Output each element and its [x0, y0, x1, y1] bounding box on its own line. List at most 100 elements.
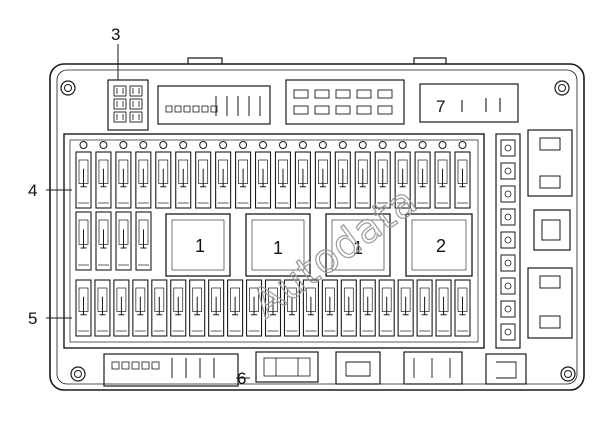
fuse — [254, 141, 272, 209]
fuse-box-housing-inner — [56, 69, 578, 385]
connector-top-b — [285, 79, 405, 125]
fuse — [132, 279, 149, 337]
fuse — [354, 141, 371, 209]
fuse — [170, 279, 187, 337]
connector-bottom-c — [335, 351, 381, 385]
callout-4: 4 — [28, 181, 37, 200]
mounting-lug-bottom-right — [560, 366, 576, 382]
fuse — [374, 141, 391, 209]
fuse — [94, 279, 111, 337]
fuse — [397, 279, 414, 337]
fuse — [264, 279, 282, 337]
connector-top-a-pins — [165, 96, 261, 116]
connector-right-bottom — [527, 267, 573, 339]
fuse — [75, 141, 92, 209]
mounting-lug-bottom-left — [70, 366, 86, 382]
fuse — [314, 141, 331, 209]
mounting-lug-top-left — [60, 80, 76, 96]
fuse — [340, 279, 357, 337]
fuse — [75, 211, 92, 271]
callout-5: 5 — [28, 309, 37, 328]
fuse — [378, 279, 395, 337]
connector-7 — [419, 83, 519, 123]
fuse — [454, 279, 471, 337]
fuse — [434, 141, 451, 209]
fuse — [208, 279, 225, 337]
connector-3-terminals — [113, 85, 143, 123]
relay-label: 1 — [353, 238, 363, 258]
fuse — [151, 279, 168, 337]
relay-label: 2 — [436, 236, 446, 256]
small-fuse — [500, 277, 516, 295]
upper-fuse-row — [75, 141, 471, 209]
connector-7-pins — [461, 98, 501, 112]
small-fuse — [500, 185, 516, 203]
right-fuse-column — [495, 133, 521, 349]
connector-right-middle — [533, 209, 571, 251]
fuse — [294, 141, 311, 209]
fuse — [135, 211, 152, 271]
fuse — [75, 279, 92, 337]
fuse — [215, 141, 232, 209]
fuse — [435, 279, 452, 337]
fuse — [227, 279, 244, 337]
connector-6-pins — [111, 358, 215, 378]
fuse — [359, 279, 376, 337]
small-fuse — [500, 323, 516, 341]
connector-top-a — [157, 85, 271, 125]
connector-6 — [103, 353, 239, 387]
fuse — [113, 279, 130, 337]
fuse — [416, 279, 433, 337]
right-fuse-column-fuses — [500, 139, 516, 341]
fuse — [189, 279, 206, 337]
fuse — [394, 141, 411, 209]
relay-1b: 1 — [245, 213, 311, 277]
fuse — [175, 141, 192, 209]
fuse — [283, 279, 301, 337]
connector-bottom-d — [403, 351, 463, 385]
top-tab-left — [187, 57, 223, 64]
small-fuse — [500, 254, 516, 272]
fuse-box-housing — [49, 63, 585, 391]
fuse — [195, 141, 212, 209]
fuse — [135, 141, 152, 209]
fuse — [302, 279, 319, 337]
fuse — [95, 211, 112, 271]
small-fuse — [500, 162, 516, 180]
connector-bottom-b — [255, 351, 319, 383]
small-fuse — [500, 231, 516, 249]
middle-fuse-block — [75, 211, 152, 271]
small-fuse — [500, 300, 516, 318]
relay-2: 2 — [405, 213, 473, 277]
small-fuse — [500, 208, 516, 226]
callout-6: 6 — [237, 369, 246, 388]
connector-3 — [107, 79, 149, 131]
relay-label: 1 — [273, 238, 283, 258]
fuse — [115, 211, 132, 271]
mounting-lug-top-right — [554, 80, 570, 96]
relay-1c: 1 — [325, 213, 391, 277]
fuse — [115, 141, 132, 209]
fuse — [414, 141, 431, 209]
fuse — [95, 141, 112, 209]
fuse-panel-inner — [69, 139, 479, 343]
relay-label: 1 — [195, 236, 205, 256]
fuse — [155, 141, 172, 209]
connector-right-top — [527, 129, 573, 197]
callout-7: 7 — [436, 97, 445, 116]
fuse — [274, 141, 292, 209]
fuse — [246, 279, 263, 337]
fuse — [454, 141, 471, 209]
callout-3: 3 — [111, 25, 120, 44]
small-fuse — [500, 139, 516, 157]
top-tab-right — [413, 57, 447, 64]
relay-1a: 1 — [165, 213, 231, 277]
lower-fuse-row — [75, 279, 471, 337]
fuse — [321, 279, 338, 337]
fuse — [235, 141, 252, 209]
connector-bottom-e — [485, 353, 527, 385]
fuse — [334, 141, 351, 209]
fuse-panel — [63, 133, 485, 349]
connector-top-b-pins — [293, 89, 393, 115]
